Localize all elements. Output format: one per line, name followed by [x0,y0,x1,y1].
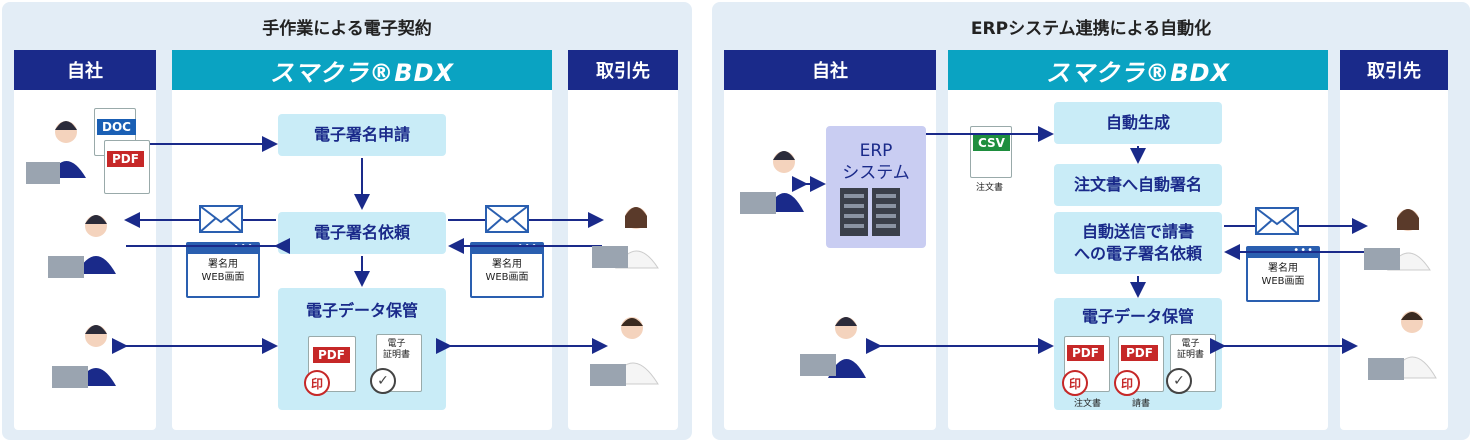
seal-stamp-icon: 印 [1062,370,1088,396]
right-panel: ERPシステム連携による自動化 自社 スマクラ®BDX 取引先 ERP システム… [712,2,1470,440]
web-window-label-2: WEB画面 [485,272,529,283]
right-diagram-lines [740,126,1437,380]
person-self-2-icon [48,215,116,278]
left-step-request: 電子署名申請 [278,114,446,156]
auto-send-line-2: への電子署名依頼 [1073,244,1202,263]
envelope-icon [1255,207,1299,235]
left-panel: 手作業による電子契約 自社 スマクラ®BDX 取引先 電子署名申請 電子署名依頼… [2,2,692,440]
right-self-header: 自社 [724,50,936,90]
check-icon: ✓ [1166,368,1192,394]
left-partner-header: 取引先 [568,50,678,90]
pdf-tag: PDF [1067,345,1104,361]
pdf-tag: PDF [313,347,350,363]
person-self-erp-icon [740,151,804,214]
left-pdf-file: PDF [104,140,150,194]
seal-stamp-icon: 印 [304,370,330,396]
web-window-label-2: WEB画面 [1261,276,1305,287]
erp-label: ERP [859,141,893,161]
right-step-auto-send: 自動送信で請書 への電子署名依頼 [1054,212,1222,274]
person-partner-1-icon [592,207,659,269]
web-window-label-1: 署名用 [1268,263,1298,274]
check-icon: ✓ [370,368,396,394]
auto-send-line-1: 自動送信で請書 [1081,222,1194,241]
seal-stamp-icon: 印 [1114,370,1140,396]
envelope-icon [485,205,529,233]
person-self-1-icon [26,121,86,184]
person-self-storage-icon [800,317,866,378]
certificate-label: 電子 証明書 [1177,339,1205,360]
doc-tag: DOC [97,119,136,135]
pdf-tag: PDF [107,151,144,167]
csv-tag: CSV [973,135,1010,151]
left-self-header: 自社 [14,50,156,90]
person-self-3-icon [52,325,116,388]
left-step-sign-request: 電子署名依頼 [278,212,446,254]
right-partner-header: 取引先 [1340,50,1448,90]
person-partner-2-icon [1368,311,1437,380]
envelope-icon [199,205,243,233]
pdf-tag: PDF [1121,345,1158,361]
left-diagram-lines [26,121,659,388]
left-service-header: スマクラ®BDX [172,50,552,90]
web-window-label-2: WEB画面 [201,272,245,283]
erp-system-label: システム [842,163,910,183]
left-panel-title: 手作業による電子契約 [262,19,432,39]
web-window-label-1: 署名用 [492,259,522,270]
right-step-auto-sign: 注文書へ自動署名 [1054,164,1222,206]
web-window-label-1: 署名用 [208,259,238,270]
left-step-storage-label: 電子データ保管 [305,301,418,320]
order-doc-caption: 注文書 [1074,399,1102,409]
ack-doc-caption: 請書 [1132,399,1151,409]
right-step-storage-label: 電子データ保管 [1081,307,1194,326]
left-partner-web-window: ••• 署名用 WEB画面 [470,241,544,298]
right-step-auto-generate: 自動生成 [1054,102,1222,144]
certificate-label: 電子 証明書 [383,339,411,360]
person-partner-2-icon [590,317,659,386]
csv-caption: 注文書 [976,183,1004,193]
right-panel-title: ERPシステム連携による自動化 [970,19,1212,39]
server-icon [840,188,900,236]
person-partner-1-icon [1364,209,1431,271]
right-service-header: スマクラ®BDX [948,50,1328,90]
